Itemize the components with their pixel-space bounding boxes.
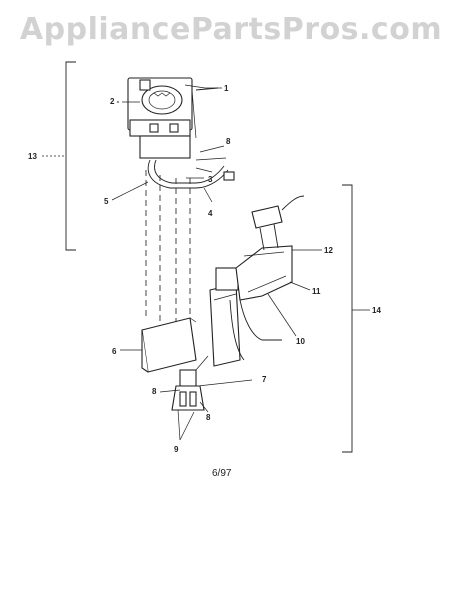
auger-housing xyxy=(141,317,197,373)
motor-assembly xyxy=(127,77,219,159)
watermark-text: AppliancePartsPros.com xyxy=(19,12,443,47)
arm-assembly xyxy=(195,195,322,371)
bottom-fitting xyxy=(159,369,253,441)
callout-10: 10 xyxy=(296,337,305,346)
callout-4: 4 xyxy=(208,209,213,218)
callout-11: 11 xyxy=(312,287,321,296)
callout-5: 5 xyxy=(104,197,109,206)
bracket-14 xyxy=(342,184,370,453)
callout-13: 13 xyxy=(28,152,37,161)
callout-1: 1 xyxy=(224,84,229,93)
callout-9: 9 xyxy=(174,445,179,454)
bracket-13 xyxy=(42,61,76,251)
callout-7: 7 xyxy=(262,375,267,384)
callout-2: 2 - xyxy=(110,97,120,106)
callout-12: 12 xyxy=(324,246,333,255)
wire-harness xyxy=(111,145,235,203)
leader-lines xyxy=(120,87,222,351)
date-code: 6/97 xyxy=(212,468,232,479)
callout-8-left: 8 xyxy=(152,387,157,396)
callout-14: 14 xyxy=(372,306,381,315)
callout-6: 6 xyxy=(112,347,117,356)
callout-3: 3 xyxy=(208,175,213,184)
callout-8-top: 8 xyxy=(226,137,231,146)
alignment-lines xyxy=(145,170,191,330)
callout-8-right: 8 xyxy=(206,413,211,422)
